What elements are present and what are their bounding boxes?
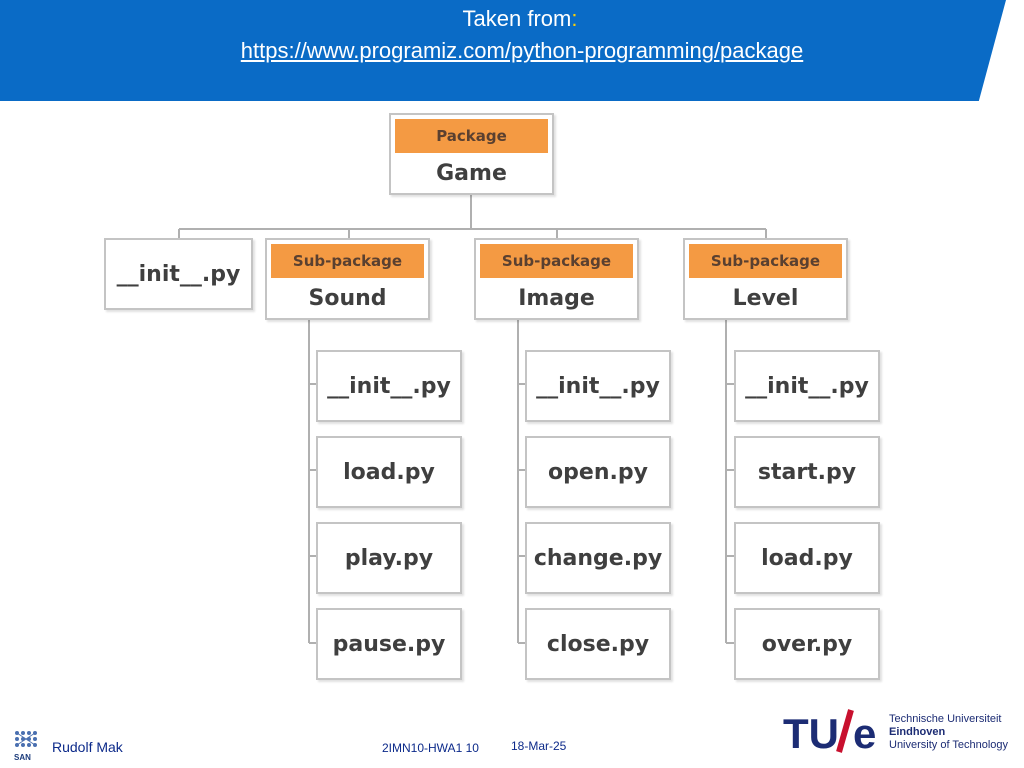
package-name: Game: [436, 160, 507, 186]
subpackage-name: Sound: [308, 285, 387, 311]
file-name: play.py: [344, 545, 434, 571]
footer-author: Rudolf Mak: [52, 739, 123, 755]
subpackage-kind-label: Sub-package: [271, 244, 424, 278]
subpackage-name: Image: [518, 285, 595, 311]
file-name: over.py: [761, 631, 853, 657]
file-node: close.py: [525, 608, 671, 680]
source-link[interactable]: https://www.programiz.com/python-program…: [240, 38, 804, 63]
svg-text:TU: TU: [783, 710, 839, 754]
file-name: pause.py: [332, 631, 446, 657]
file-node: play.py: [316, 522, 462, 594]
package-node-game: Package Game: [389, 113, 554, 195]
file-name: start.py: [757, 459, 857, 485]
file-name: load.py: [343, 459, 435, 485]
file-name: open.py: [548, 459, 648, 485]
subpackage-kind-label: Sub-package: [689, 244, 842, 278]
san-logo-icon: [15, 731, 37, 747]
file-node: change.py: [525, 522, 671, 594]
university-name: Technische Universiteit Eindhoven Univer…: [889, 713, 1009, 751]
file-name: change.py: [533, 545, 663, 571]
file-node: load.py: [316, 436, 462, 508]
file-name: __init__.py: [745, 373, 869, 399]
subpackage-node-level: Sub-package Level: [683, 238, 848, 320]
file-node: __init__.py: [316, 350, 462, 422]
header-banner: [0, 0, 1006, 101]
subpackage-node-sound: Sub-package Sound: [265, 238, 430, 320]
file-node: __init__.py: [734, 350, 880, 422]
package-kind-label: Package: [395, 119, 548, 153]
file-name: __init__.py: [327, 373, 451, 399]
file-node: __init__.py: [525, 350, 671, 422]
svg-text:e: e: [853, 710, 876, 754]
subpackage-kind-label: Sub-package: [480, 244, 633, 278]
san-label: SAN: [14, 753, 31, 762]
file-name: __init__.py: [116, 261, 241, 287]
footer-course: 2IMN10-HWA1 10: [382, 741, 479, 755]
slide-title: Taken from:: [462, 6, 578, 31]
file-name: close.py: [546, 631, 650, 657]
subpackage-node-image: Sub-package Image: [474, 238, 639, 320]
file-name: __init__.py: [536, 373, 660, 399]
file-name: load.py: [761, 545, 853, 571]
file-node: over.py: [734, 608, 880, 680]
file-node: start.py: [734, 436, 880, 508]
root-init-node: __init__.py: [104, 238, 253, 310]
file-node: pause.py: [316, 608, 462, 680]
tue-logo-icon: TU e: [783, 709, 876, 754]
subpackage-name: Level: [732, 285, 799, 311]
footer-date: 18-Mar-25: [511, 739, 567, 753]
file-node: open.py: [525, 436, 671, 508]
file-node: load.py: [734, 522, 880, 594]
